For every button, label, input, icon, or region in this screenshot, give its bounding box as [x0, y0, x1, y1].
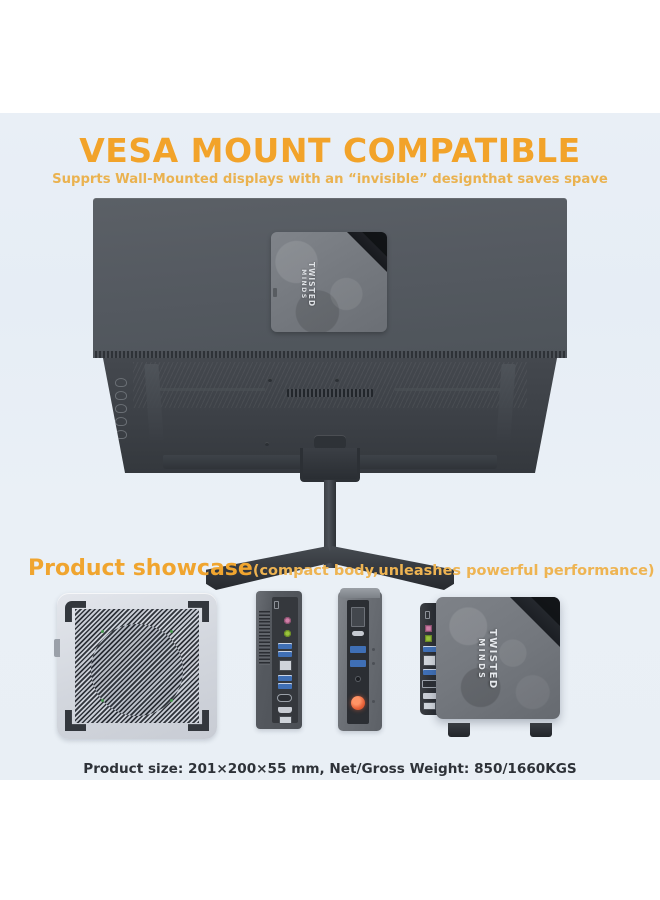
monitor-lower-housing: [103, 358, 557, 473]
hero-stand-foot: [448, 723, 470, 737]
monitor-ridge-right: [395, 388, 501, 391]
brand-logo: TWISTED MINDS: [476, 629, 498, 690]
product-image-row: TWISTED MINDS: [0, 588, 660, 741]
mic-jack-icon: [284, 617, 291, 624]
monitor-control-buttons[interactable]: [115, 378, 137, 442]
screw-hole-icon: [170, 630, 173, 633]
kensington-lock-icon: [274, 601, 279, 609]
product-specs-caption: Product size: 201×200×55 mm, Net/Gross W…: [83, 761, 577, 777]
display-port-icon: [422, 680, 437, 688]
page-title: VESA MOUNT COMPATIBLE: [79, 131, 581, 170]
monitor-button-icon[interactable]: [115, 404, 127, 413]
brand-logo: TWISTED MINDS: [299, 262, 316, 308]
power-jack-icon: [279, 716, 292, 724]
front-io-strip: [347, 600, 375, 724]
usb-port-icon: [423, 669, 437, 675]
brand-logo-line2: MINDS: [477, 638, 486, 681]
usb-port-icon: [350, 660, 366, 667]
product-shot-rear-io: [256, 591, 302, 729]
hdmi-port-icon: [423, 693, 437, 699]
vesa-mounted-mini-pc: TWISTED MINDS: [271, 232, 387, 332]
usb-port-icon: [278, 643, 292, 649]
brand-logo-line1: TWISTED: [307, 262, 316, 308]
side-port-icon: [54, 639, 60, 657]
monitor-screw-icon: [268, 378, 272, 382]
led-indicator-icon: [372, 662, 375, 665]
rear-io-plate: [272, 597, 298, 724]
mini-pc-side-button-icon: [273, 288, 277, 297]
usb-port-icon: [350, 646, 366, 653]
monitor-button-icon[interactable]: [115, 378, 127, 387]
monitor-stand-column: [324, 480, 336, 568]
monitor-button-icon[interactable]: [115, 391, 127, 400]
hero-device-body: TWISTED MINDS: [436, 597, 560, 719]
monitor-ridge-left: [159, 388, 265, 391]
front-top-cap: [340, 588, 380, 598]
hero-stand-foot: [530, 723, 552, 737]
hero-rear-io-face: [420, 603, 440, 715]
led-indicator-icon: [372, 648, 375, 651]
screw-hole-icon: [101, 699, 104, 702]
screw-hole-icon: [170, 699, 173, 702]
monitor-texture-hatch: [133, 362, 527, 408]
bottom-fan-circle-icon: [91, 624, 183, 716]
showcase-heading-main: Product showcase: [28, 556, 253, 581]
brand-logo-line1: TWISTED: [487, 629, 498, 690]
usb-port-icon: [278, 651, 292, 657]
monitor-stand-base: [206, 546, 454, 590]
audio-jack-icon: [284, 630, 291, 637]
ethernet-port-icon: [423, 655, 436, 666]
usb-port-icon: [423, 646, 437, 652]
screw-hole-icon: [101, 630, 104, 633]
display-port-icon: [277, 694, 292, 702]
bracket-arm: [300, 448, 360, 482]
page-subtitle: Supprts Wall-Mounted displays with an “i…: [52, 172, 608, 187]
product-shot-front-io: [338, 588, 382, 731]
monitor-screw-icon: [265, 442, 269, 446]
hdmi-port-icon: [278, 707, 292, 713]
monitor-button-icon[interactable]: [115, 417, 127, 426]
monitor-screw-icon: [335, 378, 339, 382]
monitor-vent-slot: [287, 389, 373, 397]
brand-logo-line2: MINDS: [300, 269, 307, 300]
power-button-icon[interactable]: [351, 696, 365, 710]
product-shot-hero: TWISTED MINDS: [412, 591, 578, 739]
led-indicator-icon: [372, 700, 375, 703]
power-jack-icon: [423, 702, 436, 710]
kensington-lock-icon: [425, 611, 430, 619]
bracket-top-clip: [314, 435, 346, 449]
mic-jack-icon: [425, 625, 432, 632]
showcase-heading: Product showcase(compact body,unleashes …: [28, 556, 655, 581]
usb-c-port-icon: [352, 631, 364, 636]
sd-card-slot-icon: [351, 607, 365, 627]
vesa-mount-bracket: [298, 435, 362, 487]
monitor-button-icon[interactable]: [115, 430, 127, 439]
content-panel: VESA MOUNT COMPATIBLE Supprts Wall-Mount…: [0, 113, 660, 780]
headphone-jack-icon: [355, 676, 361, 682]
monitor-rear-illustration: TWISTED MINDS: [93, 198, 567, 590]
usb-port-icon: [278, 675, 292, 681]
monitor-back-panel: TWISTED MINDS: [93, 198, 567, 358]
ethernet-port-icon: [279, 660, 292, 671]
usb-port-icon: [278, 683, 292, 689]
audio-jack-icon: [425, 635, 432, 642]
rear-vent-icon: [259, 611, 270, 665]
showcase-heading-note: (compact body,unleashes powerful perform…: [252, 563, 655, 579]
product-shot-bottom-view: [54, 593, 217, 739]
